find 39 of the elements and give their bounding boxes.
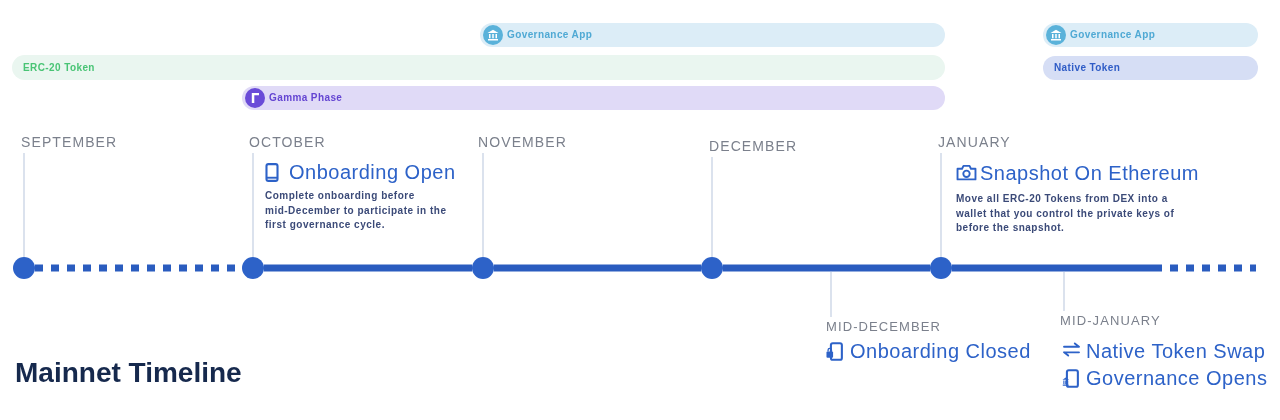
leader-line bbox=[830, 271, 832, 318]
phase-label: ERC-20 Token bbox=[23, 61, 95, 75]
phase-label: Governance App bbox=[1070, 28, 1156, 42]
month-label: MID-DECEMBER bbox=[826, 319, 942, 335]
timeline-dot bbox=[472, 257, 494, 279]
timeline-line bbox=[494, 264, 701, 272]
phase-bar bbox=[1043, 23, 1258, 47]
month-label: DECEMBER bbox=[709, 138, 798, 155]
phase-label: Governance App bbox=[507, 28, 593, 42]
timeline-line bbox=[264, 264, 472, 272]
event-title: Governance Opens bbox=[1086, 367, 1268, 390]
leader-line bbox=[711, 156, 713, 258]
month-label: SEPTEMBER bbox=[21, 134, 118, 151]
timeline-line bbox=[723, 264, 930, 272]
month-label: OCTOBER bbox=[249, 134, 326, 151]
leader-line bbox=[1063, 271, 1065, 312]
month-label: NOVEMBER bbox=[478, 134, 567, 151]
event-title: Onboarding Closed bbox=[850, 340, 1031, 363]
diagram-title: Mainnet Timeline bbox=[15, 356, 242, 390]
event-title: Native Token Swap bbox=[1086, 340, 1266, 363]
leader-line bbox=[940, 152, 942, 258]
timeline-dot bbox=[701, 257, 723, 279]
timeline-dot bbox=[242, 257, 264, 279]
phase-bar bbox=[242, 86, 945, 110]
timeline-dot bbox=[930, 257, 952, 279]
phase-label: Native Token bbox=[1054, 61, 1121, 75]
timeline-dot bbox=[13, 257, 35, 279]
phase-label: Gamma Phase bbox=[269, 91, 343, 105]
event-description: Move all ERC-20 Tokens from DEX into a wallet that you control the private keys of before the snapshot. bbox=[956, 192, 1176, 235]
leader-line bbox=[252, 152, 254, 258]
month-label: JANUARY bbox=[938, 134, 1011, 151]
event-title: Onboarding Open bbox=[289, 161, 456, 184]
month-label: MID-JANUARY bbox=[1060, 313, 1161, 329]
phase-bar bbox=[480, 23, 945, 47]
event-title: Snapshot On Ethereum bbox=[980, 162, 1199, 185]
phase-bar bbox=[1043, 56, 1258, 80]
leader-line bbox=[23, 152, 25, 258]
event-description: Complete onboarding before mid-December to participate in the first governance cycle. bbox=[265, 189, 448, 232]
leader-line bbox=[482, 152, 484, 258]
